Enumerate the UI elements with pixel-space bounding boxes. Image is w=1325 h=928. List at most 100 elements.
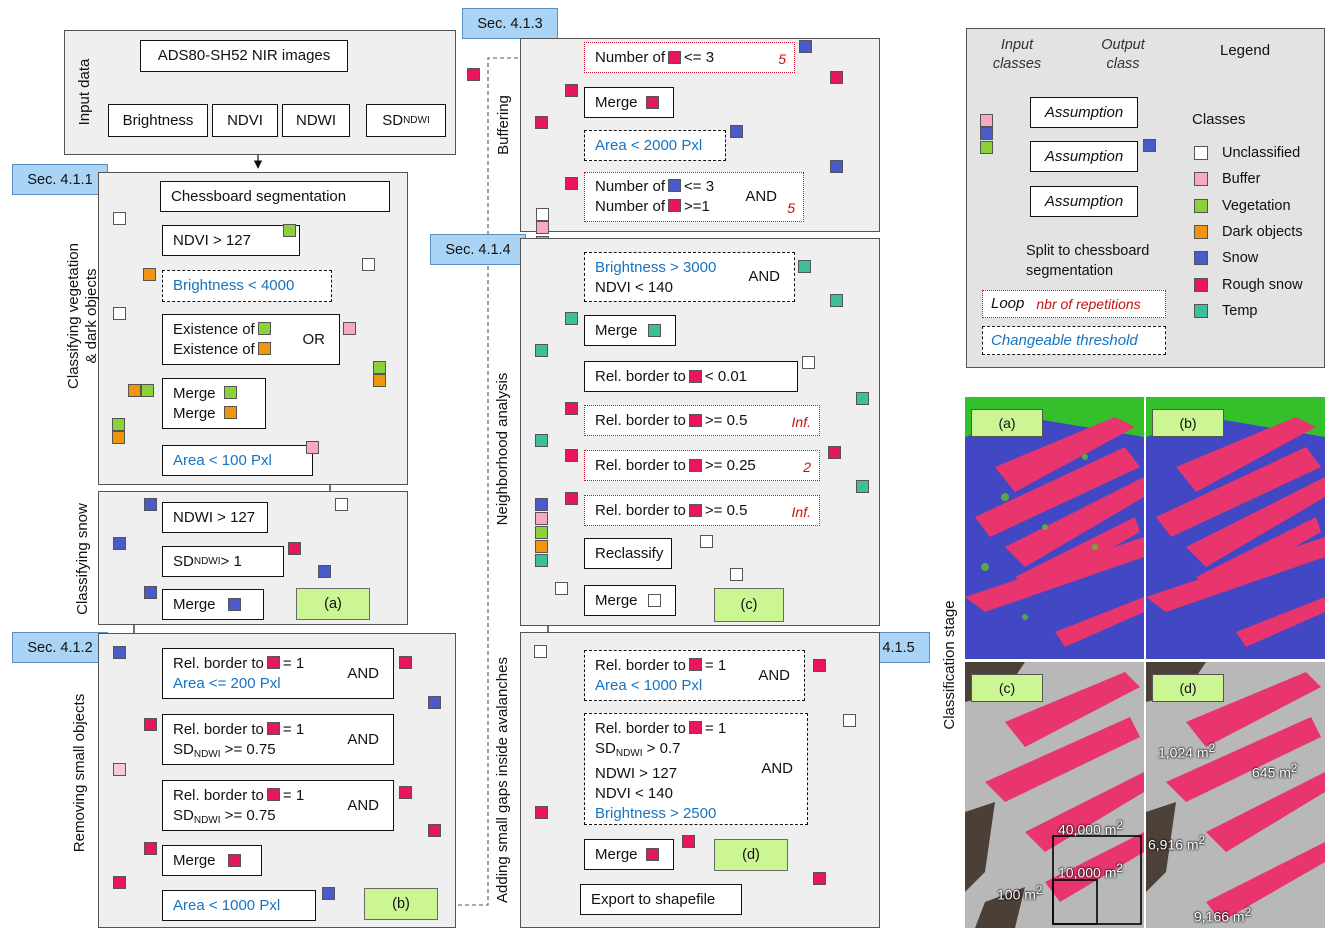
legend-class-label: Buffer [1222, 171, 1261, 188]
number-and-box[interactable]: Number of<= 3 Number of>=1 AND 5 [584, 172, 804, 222]
brightness-ndvi-box[interactable]: Brightness > 3000 NDVI < 140 AND [584, 252, 795, 302]
area-label-9166: 9,166 m2 [1194, 906, 1251, 925]
and-operator: AND [745, 188, 777, 205]
small-cond-3-box[interactable]: Rel. border to= 1 SDNDWI >= 0.75 AND [162, 780, 394, 831]
area-label-100: 100 m2 [997, 884, 1042, 903]
legend-loop-reps: nbr of repetitions [1036, 296, 1141, 312]
stage-a-label: (a) [971, 409, 1043, 437]
source-images-label: ADS80-SH52 NIR images [157, 47, 331, 64]
small-cond-3-line-2: SDNDWI >= 0.75 [173, 806, 383, 831]
brightness-threshold-box[interactable]: Brightness < 4000 [162, 270, 332, 302]
assumption-box-1: Assumption [1030, 97, 1138, 128]
class-swatch-dark [112, 431, 125, 444]
gaps-cond-2-box[interactable]: Rel. border to= 1 SDNDWI > 0.7 NDWI > 12… [584, 713, 808, 825]
ndvi-layer-box[interactable]: NDVI [212, 104, 278, 137]
source-images-box[interactable]: ADS80-SH52 NIR images [140, 40, 348, 72]
rough-snow-class-swatch [688, 504, 702, 517]
merge-small-box[interactable]: Merge [162, 845, 262, 876]
rel-border-001-box[interactable]: Rel. border to< 0.01 [584, 361, 798, 392]
class-swatch-unclassified [802, 356, 815, 369]
snow-class-swatch [227, 598, 241, 611]
rough-snow-class-swatch [266, 656, 280, 669]
class-swatch-vegetation [535, 526, 548, 539]
area-2000-box[interactable]: Area < 2000 Pxl [584, 130, 726, 161]
input-classes-1: Input [1000, 37, 1034, 53]
merge-temp-box[interactable]: Merge [584, 315, 676, 346]
small-cond-1-box[interactable]: Rel. border to= 1 Area <= 200 Pxl AND [162, 648, 394, 699]
number-le3-box[interactable]: Number of<= 3 5 [584, 42, 795, 73]
small-cond-3-sd: SD [173, 807, 194, 824]
gaps-cond-1-box[interactable]: Rel. border to= 1 Area < 1000 Pxl AND [584, 650, 805, 701]
rough-snow-class-swatch [688, 459, 702, 472]
vegetation-title-2: & dark objects [83, 268, 100, 364]
chessboard-segmentation-box[interactable]: Chessboard segmentation [160, 181, 390, 212]
neighborhood-title: Neighborhood analysis [494, 372, 511, 526]
merge-veg-dark-box[interactable]: Merge Merge [162, 378, 266, 429]
class-swatch-rough-snow [565, 402, 578, 415]
existence-or-box[interactable]: Existence of Existence of OR [162, 314, 340, 365]
merge-buffer-box[interactable]: Merge [584, 87, 674, 118]
class-swatch-rough-snow [565, 84, 578, 97]
class-swatch-snow [113, 646, 126, 659]
brightness-layer-label: Brightness [122, 111, 194, 129]
stage-c-label: (c) [971, 674, 1043, 702]
number-le3-text-b: <= 3 [684, 48, 715, 66]
class-swatch-temp [565, 312, 578, 325]
merge-snow-box[interactable]: Merge [162, 589, 264, 620]
area-label-10000: 10,000 m2 [1058, 862, 1123, 881]
legend-loop-label: Loop [991, 295, 1025, 312]
brightness-threshold-label: Brightness < 4000 [173, 277, 295, 294]
rel1-text-b: < 0.01 [704, 367, 748, 385]
class-swatch-unclassified [700, 535, 713, 548]
stage-b-render [1146, 397, 1325, 659]
class-swatch-snow [535, 498, 548, 511]
vegetation-title-1: Classifying vegetation [65, 243, 82, 389]
class-swatch-rough-snow [813, 659, 826, 672]
class-swatch-rough-snow [682, 835, 695, 848]
class-swatch-unclassified [536, 208, 549, 221]
area-label-645: 645 m2 [1252, 762, 1297, 781]
gaps-cond-1-line-1: Rel. border to= 1 [595, 656, 794, 676]
stage-a-badge[interactable]: (a) [296, 588, 370, 620]
stage-c-badge[interactable]: (c) [714, 588, 784, 622]
merge-unclassified-box[interactable]: Merge [584, 585, 676, 616]
class-swatch-unclassified [335, 498, 348, 511]
reclassify-box[interactable]: Reclassify [584, 538, 672, 569]
class-swatch-rough-snow [144, 842, 157, 855]
gaps-cond-1-text-a: Rel. border to [595, 657, 686, 674]
export-shapefile-box[interactable]: Export to shapefile [580, 884, 742, 915]
legend-class-row: Snow [1194, 250, 1258, 266]
area-1000-box[interactable]: Area < 1000 Pxl [162, 890, 316, 921]
gaps-cond-2-ndvi: NDVI < 140 [595, 785, 673, 802]
and-operator: AND [347, 664, 379, 682]
stage-b-label: (b) [1152, 409, 1224, 437]
stage-image-b[interactable]: (b) [1146, 397, 1325, 659]
ndwi-threshold-box[interactable]: NDWI > 127 [162, 502, 268, 533]
legend-input-swatch-vegetation [980, 141, 993, 154]
small-cond-2-box[interactable]: Rel. border to= 1 SDNDWI >= 0.75 AND [162, 714, 394, 765]
stage-image-a[interactable]: (a) [965, 397, 1144, 659]
stage-b-badge[interactable]: (b) [364, 888, 438, 920]
class-swatch-snow [799, 40, 812, 53]
class-swatch-rough-snow [828, 446, 841, 459]
ndwi-layer-box[interactable]: NDWI [282, 104, 350, 137]
class-swatch-snow [830, 160, 843, 173]
stage-d-badge[interactable]: (d) [714, 839, 788, 871]
section-tag-4-1-3: Sec. 4.1.3 [462, 8, 558, 39]
class-swatch-buffer-light [113, 763, 126, 776]
area-label-1024: 1,024 m2 [1158, 742, 1215, 761]
loop-repetitions-2: 2 [803, 459, 811, 475]
stage-image-d[interactable]: (d) 1,024 m2 645 m2 6,916 m2 9,166 m2 [1146, 662, 1325, 928]
area-100-box[interactable]: Area < 100 Pxl [162, 445, 313, 476]
merge-gaps-box[interactable]: Merge [584, 839, 674, 870]
ndvi-threshold-box[interactable]: NDVI > 127 [162, 225, 300, 256]
stage-image-c[interactable]: (c) 40,000 m2 10,000 m2 100 m2 [965, 662, 1144, 928]
class-swatch-unclassified [113, 212, 126, 225]
brightness-layer-box[interactable]: Brightness [108, 104, 208, 137]
area-9166-text: 9,166 m [1194, 908, 1245, 925]
